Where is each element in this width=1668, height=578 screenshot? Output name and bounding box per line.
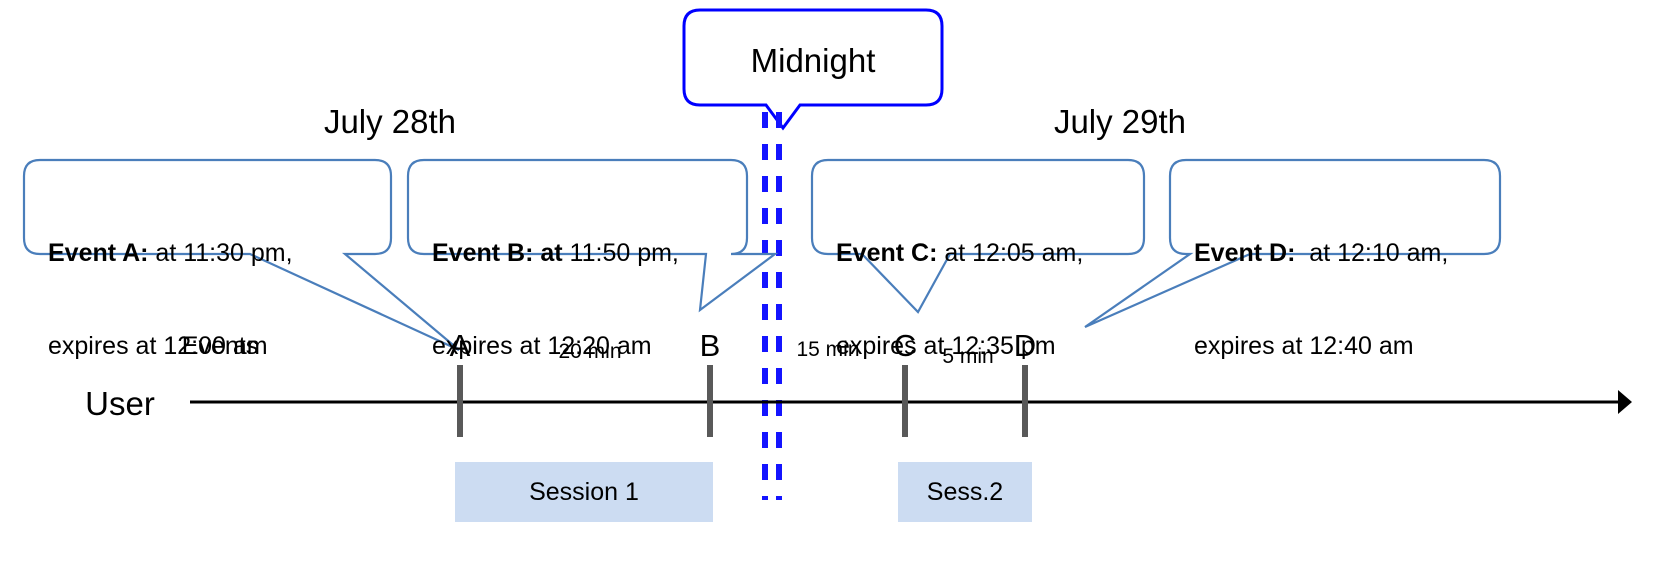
- callout-event-a-line2: expires at 12:00 am: [48, 332, 268, 360]
- callout-event-a-shape: [22, 158, 460, 351]
- callout-event-a-line1-rest: at 11:30 pm,: [148, 239, 293, 267]
- callout-event-d-shape: [1084, 158, 1502, 329]
- interval-label-ab: 20 min: [558, 340, 622, 363]
- callout-event-a-text: Event A: at 11:30 pm, expires at 12:00 a…: [48, 176, 293, 424]
- callout-event-c-shape: [810, 158, 1146, 314]
- session-box-2: Sess.2: [898, 462, 1032, 522]
- tick-label-c: C: [893, 328, 917, 363]
- callout-event-b-line1-bold: Event B: at: [432, 239, 563, 267]
- callout-event-b-line2: expires at 12:20 am: [432, 332, 652, 360]
- tick-label-a: A: [449, 328, 471, 363]
- tick-label-b: B: [699, 328, 721, 363]
- callout-event-a-line1: Event A: at 11:30 pm,: [48, 238, 293, 269]
- interval-label-cd: 5 min: [942, 345, 994, 368]
- callout-event-c-line1: Event C: at 12:05 am,: [836, 238, 1083, 269]
- callout-event-c-line1-rest: at 12:05 am,: [937, 239, 1084, 267]
- callout-event-b-shape: [406, 158, 779, 313]
- callout-event-c-line1-bold: Event C:: [836, 239, 938, 267]
- callout-event-d-line1-bold: Event D:: [1194, 239, 1296, 267]
- callout-event-c-text: Event C: at 12:05 am, expires at 12:35 p…: [836, 176, 1083, 424]
- user-row-label: User: [85, 385, 155, 422]
- callout-event-b-line1-rest: 11:50 pm,: [562, 239, 679, 267]
- session-box-1: Session 1: [455, 462, 713, 522]
- callout-event-d-line1-rest: at 12:10 am,: [1295, 239, 1449, 267]
- callout-event-a-line1-bold: Event A:: [48, 239, 149, 267]
- date-label-left: July 28th: [323, 103, 457, 140]
- callout-event-d-line1: Event D: at 12:10 am,: [1194, 238, 1448, 269]
- tick-label-d: D: [1013, 328, 1037, 363]
- session-1-label: Session 1: [529, 478, 639, 506]
- events-row-label: Events: [181, 332, 259, 360]
- callout-event-c-line2: expires at 12:35 pm: [836, 332, 1056, 360]
- callout-event-b-line1: Event B: at 11:50 pm,: [432, 238, 679, 269]
- midnight-label: Midnight: [750, 42, 876, 79]
- date-label-right: July 29th: [1053, 103, 1187, 140]
- midnight-callout-shape: [682, 8, 944, 131]
- session-2-label: Sess.2: [926, 478, 1004, 506]
- timeline-arrowhead: [1618, 390, 1632, 414]
- callout-event-d-line2: expires at 12:40 am: [1194, 332, 1414, 360]
- interval-label-bc: 15 min: [796, 338, 860, 361]
- callout-event-d-text: Event D: at 12:10 am, expires at 12:40 a…: [1194, 176, 1448, 424]
- callout-event-b-text: Event B: at 11:50 pm, expires at 12:20 a…: [432, 176, 679, 424]
